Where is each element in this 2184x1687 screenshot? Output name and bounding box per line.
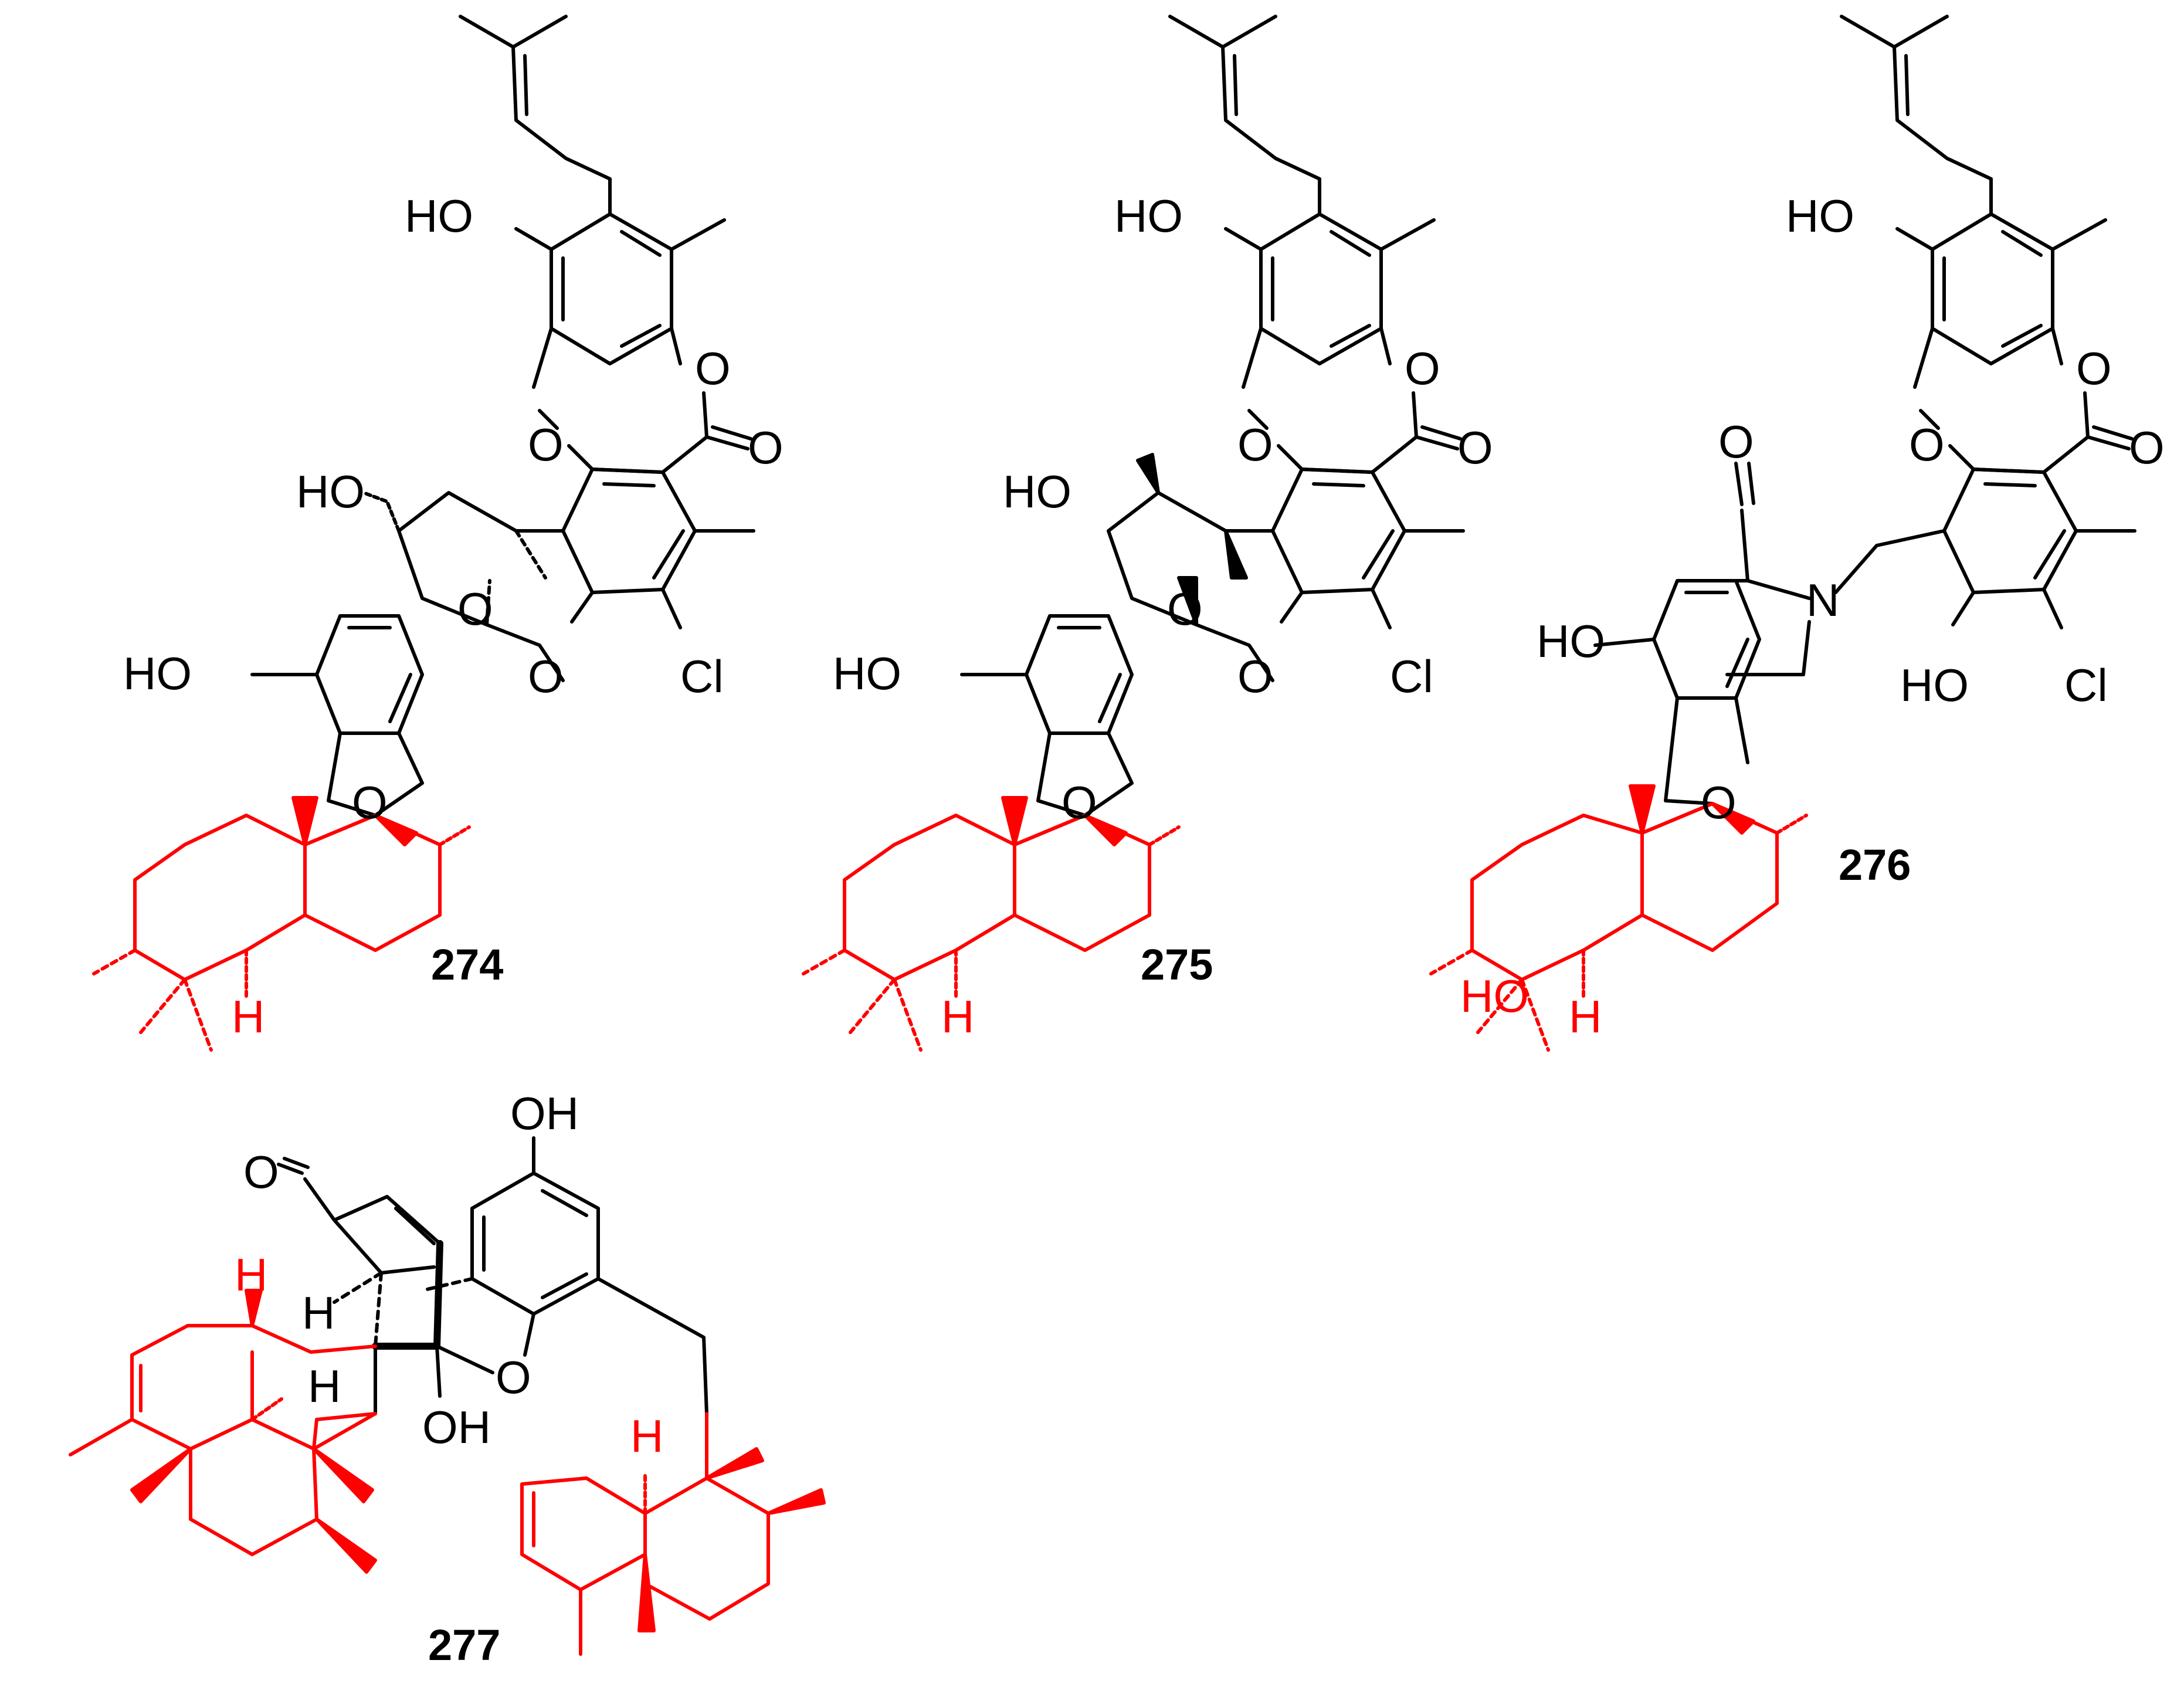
atom-label: Cl [2064, 659, 2108, 711]
atom-label: O [1405, 343, 1440, 394]
terpenoid-275 [802, 796, 1181, 1052]
atom-label: H [308, 1360, 341, 1412]
compound-label-274: 274 [431, 940, 503, 989]
atom-label: O [1909, 419, 1945, 470]
atom-label: O [1062, 777, 1097, 828]
atom-label: O [496, 1351, 531, 1403]
atom-label: H [302, 1287, 335, 1339]
atom-label: O [243, 1146, 279, 1198]
atom-label: HO [1460, 970, 1529, 1022]
atom-label: H [941, 991, 974, 1042]
atom-label: O [1718, 416, 1754, 468]
atom-label: O [695, 343, 731, 394]
prenyl-chain [1168, 15, 1321, 216]
atom-label: O [1457, 422, 1493, 473]
atom-label: O [528, 419, 564, 470]
prenyl-chain [1840, 15, 1993, 216]
compound-277 [277, 1136, 708, 1415]
atom-label: O [528, 651, 564, 702]
compound-274 [250, 15, 755, 817]
atom-label: OH [422, 1401, 491, 1453]
atom-label: H [1569, 991, 1602, 1042]
compound-label-276: 276 [1839, 841, 1911, 889]
atom-label: HO [1003, 466, 1071, 517]
atom-label: HO [296, 466, 365, 517]
atom-label: O [1701, 777, 1737, 828]
terpenoid-276 [1429, 784, 1808, 1052]
atom-label: HO [833, 648, 901, 699]
atom-label: N [1806, 574, 1839, 626]
atom-label: Cl [680, 651, 724, 702]
atom-label: O [2129, 422, 2165, 473]
compound-275 [960, 15, 1465, 817]
atom-label: H [630, 1410, 663, 1462]
terpenoid-274 [92, 796, 471, 1052]
atom-label: H [232, 991, 264, 1042]
compound-label-275: 275 [1141, 940, 1213, 989]
atom-label: O [1237, 419, 1273, 470]
atom-label: HO [405, 190, 473, 242]
atom-label: O [2076, 343, 2112, 394]
atom-label: HO [1900, 659, 1969, 711]
terpenoid-277-left [69, 1289, 377, 1574]
atom-label: O [1237, 651, 1273, 702]
atom-label: O [1167, 583, 1203, 635]
prenyl-chain [459, 15, 612, 216]
atom-label: O [457, 583, 493, 635]
terpenoid-277-right [520, 1412, 826, 1656]
compound-label-277: 277 [428, 1621, 500, 1669]
atom-label: H [235, 1249, 267, 1300]
atom-label: HO [123, 648, 192, 699]
atom-label: O [352, 777, 388, 828]
atom-label: O [748, 422, 784, 473]
atom-label: HO [1786, 190, 1854, 242]
compound-276 [1593, 15, 2136, 805]
atom-label: Cl [1390, 651, 1433, 702]
atom-label: OH [510, 1088, 579, 1139]
atom-label: HO [1537, 615, 1605, 667]
atom-label: HO [1114, 190, 1183, 242]
